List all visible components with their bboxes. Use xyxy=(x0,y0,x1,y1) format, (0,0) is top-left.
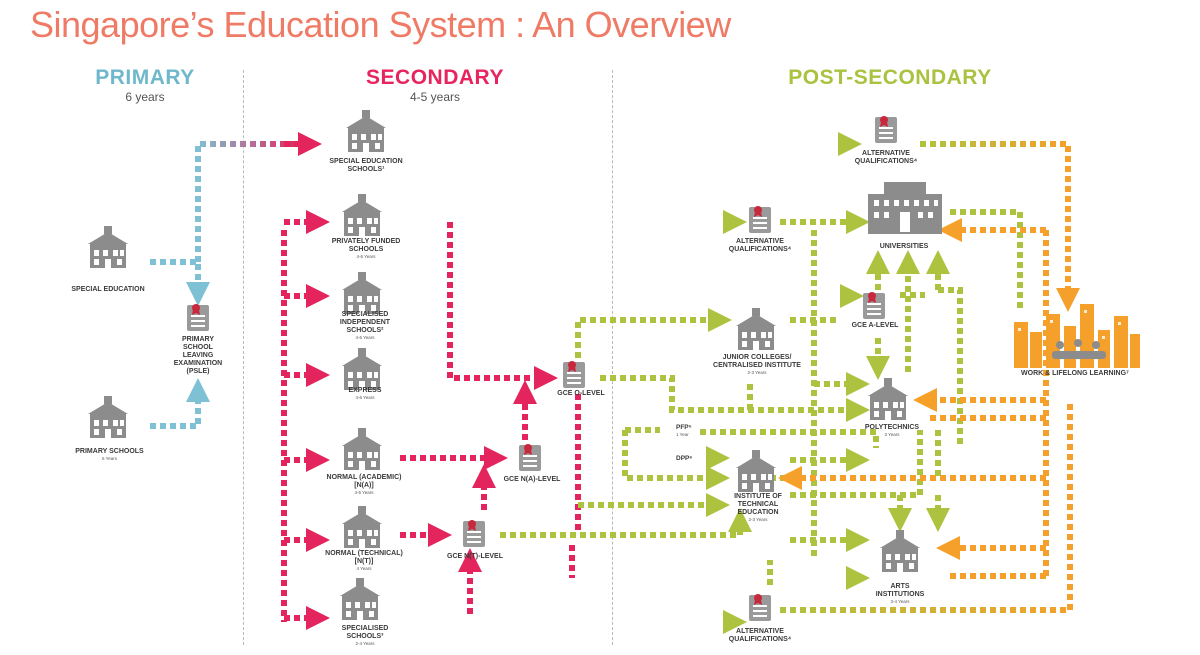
special-education-schools-label: SPECIAL EDUCATION SCHOOLS¹ xyxy=(329,158,403,173)
privately-funded-schools-icon xyxy=(342,194,382,236)
polytechnics-icon xyxy=(868,378,908,420)
normal-academic-school-icon xyxy=(342,428,382,470)
stage-secondary: SECONDARY 4-5 years xyxy=(335,66,535,104)
ite-icon xyxy=(736,450,776,492)
universities-icon xyxy=(868,182,942,234)
gce-nt-level-label: GCE N(T)-LEVEL xyxy=(447,553,503,560)
special-education-label: SPECIAL EDUCATION xyxy=(71,286,145,293)
lifelong-learning-connectors xyxy=(778,218,1049,580)
junior-colleges-icon xyxy=(736,308,776,350)
specialised-independent-schools-icon xyxy=(342,272,382,314)
gce-na-level-certificate-icon xyxy=(519,444,541,471)
primary-school-icon xyxy=(88,396,128,438)
alternative-qualifications-top-label: ALTERNATIVE QUALIFICATIONS⁴ xyxy=(854,150,918,165)
alternative-qualifications-bottom-icon xyxy=(749,594,771,621)
stage-post-secondary: POST-SECONDARY xyxy=(740,66,1040,90)
stage-secondary-title: SECONDARY xyxy=(366,66,504,89)
stage-primary-title: PRIMARY xyxy=(95,66,195,89)
divider-secondary-post xyxy=(612,70,613,645)
express-school-icon xyxy=(342,348,382,390)
normal-technical-label: NORMAL (TECHNICAL) [N(T)]4 Years xyxy=(325,550,403,571)
normal-technical-school-icon xyxy=(342,506,382,548)
gce-o-level-label: GCE O-LEVEL xyxy=(557,390,605,397)
specialised-schools-icon xyxy=(340,578,380,620)
alternative-qualifications-top-icon xyxy=(875,116,897,143)
psle-label: PRIMARY SCHOOL LEAVING EXAMINATION (PSLE… xyxy=(173,336,223,375)
stage-primary: PRIMARY 6 years xyxy=(60,66,230,104)
page-title: Singapore’s Education System : An Overvi… xyxy=(30,4,731,45)
alternative-qualifications-bottom-label: ALTERNATIVE QUALIFICATIONS⁴ xyxy=(728,628,792,643)
stage-primary-subtitle: 6 years xyxy=(125,90,165,104)
work-city-icon xyxy=(1014,304,1140,368)
alternative-qualifications-mid-label: ALTERNATIVE QUALIFICATIONS⁴ xyxy=(728,238,792,253)
stage-secondary-subtitle: 4-5 years xyxy=(409,90,461,104)
normal-academic-label: NORMAL (ACADEMIC) [N(A)]4-5 Years xyxy=(326,474,402,495)
primary-connectors xyxy=(150,141,300,429)
special-education-icon xyxy=(88,226,128,268)
gce-nt-level-certificate-icon xyxy=(463,520,485,547)
work-lifelong-learning-label: WORK & LIFELONG LEARNING⁷ xyxy=(1021,370,1129,377)
gce-na-level-label: GCE N(A)-LEVEL xyxy=(503,476,561,483)
arts-institutions-icon xyxy=(880,530,920,572)
post-secondary-connectors xyxy=(500,209,1073,613)
special-education-schools-icon xyxy=(346,110,386,152)
divider-primary-secondary xyxy=(243,70,244,645)
gce-o-level-certificate-icon xyxy=(563,361,585,388)
dpp-label: DPP⁶ xyxy=(676,455,693,462)
psle-certificate-icon xyxy=(187,304,209,331)
universities-label: UNIVERSITIES xyxy=(879,243,929,250)
alternative-qualifications-mid-icon xyxy=(749,206,771,233)
secondary-connectors xyxy=(281,210,581,630)
gce-a-level-label: GCE A-LEVEL xyxy=(851,322,899,329)
stage-post-secondary-title: POST-SECONDARY xyxy=(788,66,992,89)
gce-a-level-certificate-icon xyxy=(863,292,885,319)
